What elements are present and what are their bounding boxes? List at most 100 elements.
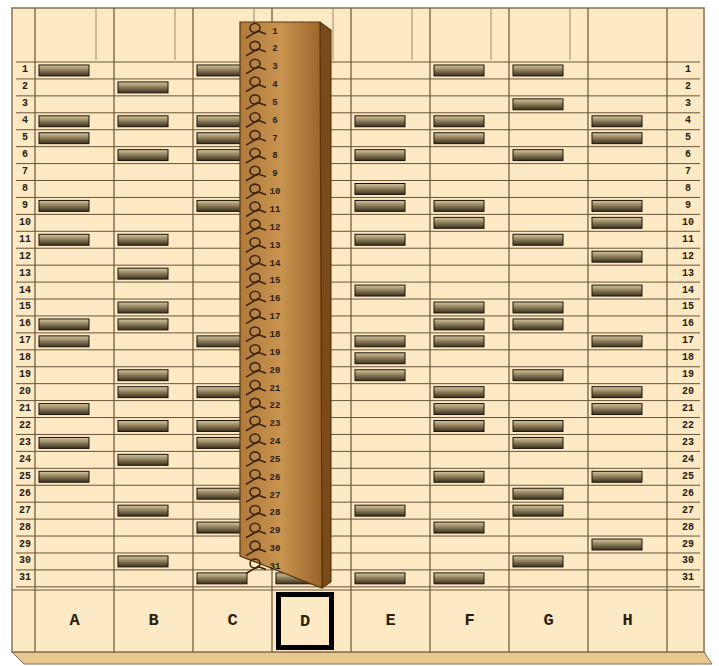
hook: [246, 95, 266, 110]
row-line: [16, 180, 700, 181]
row-number: 4: [14, 116, 36, 126]
slider-number: 6: [264, 117, 286, 126]
punched-bar: [355, 505, 405, 516]
row-number: 21: [14, 404, 36, 414]
row-number: 21: [676, 404, 700, 414]
row-number: 6: [676, 150, 700, 160]
punched-bar: [513, 370, 563, 381]
punched-bar: [513, 302, 563, 313]
hook: [246, 488, 266, 503]
punched-bar: [513, 421, 563, 432]
row-number: 3: [676, 99, 700, 109]
row-line: [16, 468, 700, 469]
punched-bar: [513, 99, 563, 110]
row-number: 7: [676, 167, 700, 177]
punched-bar: [39, 319, 89, 330]
punched-bar: [39, 471, 89, 482]
row-number: 6: [14, 150, 36, 160]
row-number: 27: [14, 506, 36, 516]
punched-bar: [118, 268, 168, 279]
row-number: 1: [676, 65, 700, 75]
column-letter: G: [509, 612, 588, 629]
hook: [246, 309, 266, 324]
row-line: [16, 519, 700, 520]
column-line: [113, 8, 114, 652]
header-line: [333, 8, 334, 60]
header-line: [175, 8, 176, 60]
slider-number: 3: [264, 63, 286, 72]
hook: [246, 452, 266, 467]
slider-number: 13: [264, 242, 286, 251]
punched-bar: [434, 387, 484, 398]
slider-number: 2: [264, 45, 286, 54]
column-line: [350, 8, 351, 652]
hook: [246, 363, 266, 378]
punched-bar: [513, 488, 563, 499]
punched-bar: [118, 319, 168, 330]
punched-bar: [592, 336, 642, 347]
column-letter: B: [114, 612, 193, 629]
row-line: [16, 112, 700, 113]
column-letter: H: [588, 612, 667, 629]
column-line: [429, 8, 430, 652]
row-number: 26: [676, 489, 700, 499]
punched-bar: [513, 234, 563, 245]
row-number: 2: [676, 82, 700, 92]
row-number: 26: [14, 489, 36, 499]
row-line: [16, 417, 700, 418]
row-line: [16, 299, 700, 300]
slider: [240, 22, 331, 588]
hook: [246, 41, 266, 56]
board-edge: [12, 652, 712, 664]
slider-number: 30: [264, 545, 286, 554]
row-number: 3: [14, 99, 36, 109]
punched-bar: [355, 184, 405, 195]
punched-bar: [39, 65, 89, 76]
punched-bar: [355, 573, 405, 584]
row-number: 14: [676, 286, 700, 296]
slider-number: 29: [264, 527, 286, 536]
hook: [246, 220, 266, 235]
row-line: [16, 78, 700, 79]
punched-bar: [355, 336, 405, 347]
hook: [246, 113, 266, 128]
slider-number: 27: [264, 492, 286, 501]
row-number: 8: [14, 184, 36, 194]
hook: [246, 184, 266, 199]
punched-bar: [434, 200, 484, 211]
punched-bar: [513, 505, 563, 516]
row-line: [16, 586, 700, 587]
hook: [246, 238, 266, 253]
row-line: [16, 400, 700, 401]
row-number: 24: [14, 455, 36, 465]
row-line: [16, 282, 700, 283]
punched-bar: [434, 116, 484, 127]
hook: [246, 202, 266, 217]
row-number: 22: [14, 421, 36, 431]
hook: [246, 327, 266, 342]
slider-number: 9: [264, 170, 286, 179]
row-number: 22: [676, 421, 700, 431]
punched-bar: [434, 404, 484, 415]
slider-number: 5: [264, 99, 286, 108]
header-line: [491, 8, 492, 60]
punched-bar: [592, 133, 642, 144]
row-number: 5: [676, 133, 700, 143]
hook: [246, 434, 266, 449]
hook: [246, 166, 266, 181]
row-line: [16, 214, 700, 215]
punched-bar: [118, 421, 168, 432]
header-line: [412, 8, 413, 60]
row-number: 4: [676, 116, 700, 126]
punched-bar: [434, 217, 484, 228]
board: [12, 8, 704, 652]
row-number: 2: [14, 82, 36, 92]
footer-line: [12, 590, 704, 591]
slider-number: 14: [264, 260, 286, 269]
row-number: 18: [676, 353, 700, 363]
hook: [246, 523, 266, 538]
slider-number: 4: [264, 81, 286, 90]
punched-bar: [39, 133, 89, 144]
punched-bar: [118, 370, 168, 381]
punched-bar: [355, 234, 405, 245]
